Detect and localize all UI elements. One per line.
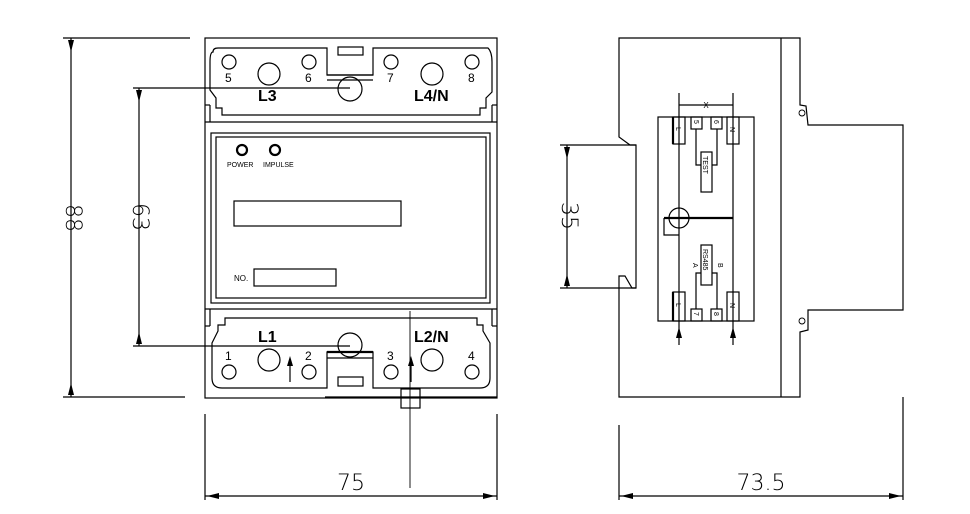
terminal-number-2: 2 [305, 349, 312, 363]
terminal-hole-1 [221, 364, 237, 380]
screw-l4n [420, 62, 444, 86]
terminal-number-3: 3 [387, 349, 394, 363]
rs485-block [700, 244, 713, 286]
bus-b-label: B [716, 263, 723, 268]
bus-a-label: A [691, 263, 698, 268]
top-slot [337, 46, 364, 56]
schematic-label-n-top: N [728, 127, 735, 132]
label-l3: L3 [258, 88, 277, 105]
power-label: POWER [227, 162, 253, 169]
dimension-width-75: 75 [337, 471, 365, 496]
power-led-icon [235, 143, 249, 157]
bottom-slot [337, 376, 364, 387]
label-l2n: L2/N [414, 329, 449, 346]
front-dimensions: 88 63 75 [60, 37, 498, 500]
terminal-hole-2 [301, 364, 317, 380]
wiring-schematic [657, 116, 755, 322]
screw-l2n [420, 348, 444, 372]
dimension-din-35: 35 [556, 202, 581, 230]
screw-l1 [257, 348, 281, 372]
display-panel-outer [210, 132, 491, 304]
top-terminal-block [209, 47, 493, 116]
impulse-label: IMPULSE [263, 162, 294, 169]
seal-screw-bottom [337, 332, 363, 358]
side-view: X L 5 6 N TEST RS485 A B L 7 8 [618, 37, 904, 398]
side-dimensions: 35 73.5 [556, 144, 904, 500]
dimension-depth-73-5: 73.5 [737, 471, 786, 496]
serial-number-box [253, 268, 337, 287]
test-output-block [700, 151, 713, 193]
seal-box [400, 388, 421, 409]
schematic-label-l-bottom: L [674, 303, 681, 307]
terminal-number-7: 7 [387, 71, 394, 85]
terminal-number-1: 1 [225, 349, 232, 363]
terminal-hole-4 [464, 364, 480, 380]
input-arrow-n [730, 327, 736, 338]
clip-hole-bottom [798, 317, 806, 325]
terminal-hole-7 [383, 54, 399, 70]
clip-hole-top [798, 109, 806, 117]
front-view: 5 6 7 8 L3 L4/N POWER IMPULSE NO. 1 [204, 37, 498, 488]
terminal-number-6: 6 [305, 71, 312, 85]
dimension-height-88: 88 [60, 204, 85, 232]
schematic-label-n-bottom: N [728, 303, 735, 308]
display-panel-inner [215, 136, 487, 299]
terminal-hole-6 [301, 54, 317, 70]
terminal-hole-5 [221, 54, 237, 70]
schematic-label-l-top: L [674, 127, 681, 131]
rs485-label: RS485 [701, 249, 708, 271]
schematic-terminal-n-top [726, 116, 740, 145]
label-l4n: L4/N [414, 88, 449, 105]
schematic-terminal-7 [690, 308, 703, 322]
side-body-outline [618, 37, 904, 398]
screw-l3 [257, 62, 281, 86]
schematic-label-7: 7 [692, 312, 699, 316]
schematic-terminal-8 [710, 308, 723, 322]
lcd-window [233, 200, 402, 227]
schematic-label-5: 5 [692, 120, 699, 124]
schematic-label-6: 6 [712, 120, 719, 124]
schematic-label-8: 8 [712, 312, 719, 316]
label-l1: L1 [258, 329, 277, 346]
input-arrow-l [676, 327, 682, 338]
front-body-outline [204, 37, 498, 399]
terminal-number-8: 8 [468, 71, 475, 85]
dimension-height-63: 63 [127, 203, 152, 231]
schematic-terminal-n-bottom [726, 291, 740, 322]
terminal-hole-8 [464, 54, 480, 70]
serial-label: NO. [234, 274, 248, 283]
test-label: TEST [701, 156, 708, 175]
seal-screw-top [337, 76, 363, 102]
cross-mark: X [703, 101, 709, 110]
terminal-hole-3 [383, 364, 399, 380]
impulse-led-icon [268, 143, 282, 157]
terminal-number-5: 5 [225, 71, 232, 85]
terminal-number-4: 4 [468, 349, 475, 363]
